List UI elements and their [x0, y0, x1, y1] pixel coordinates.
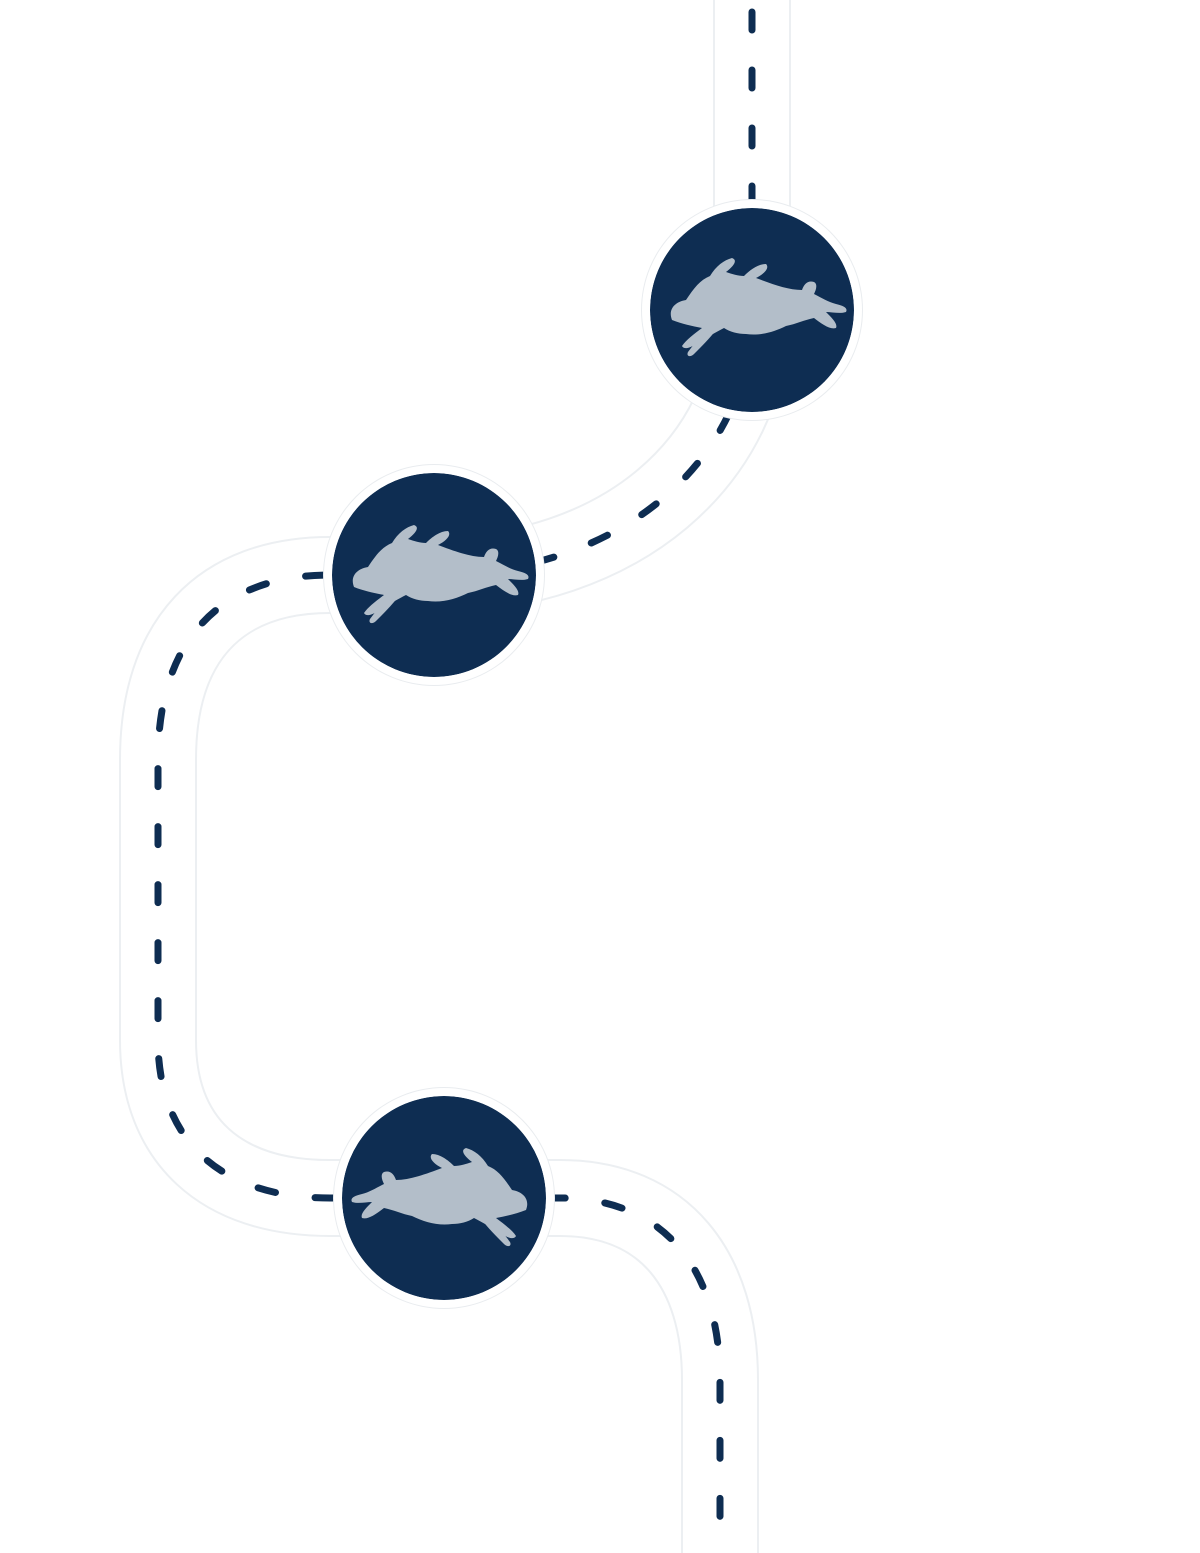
rabbit-marker-3	[334, 1088, 554, 1308]
rabbit-icon	[650, 208, 854, 412]
road-edge	[119, 0, 791, 1553]
rabbit-icon	[332, 473, 536, 677]
marker-badge	[650, 208, 854, 412]
rabbit-marker-2	[324, 465, 544, 685]
marker-badge	[342, 1096, 546, 1300]
rabbit-marker-1	[642, 200, 862, 420]
road-center-dashes	[154, 8, 756, 1553]
road-surface	[121, 0, 789, 1553]
marker-badge	[332, 473, 536, 677]
rabbit-icon	[342, 1096, 546, 1300]
